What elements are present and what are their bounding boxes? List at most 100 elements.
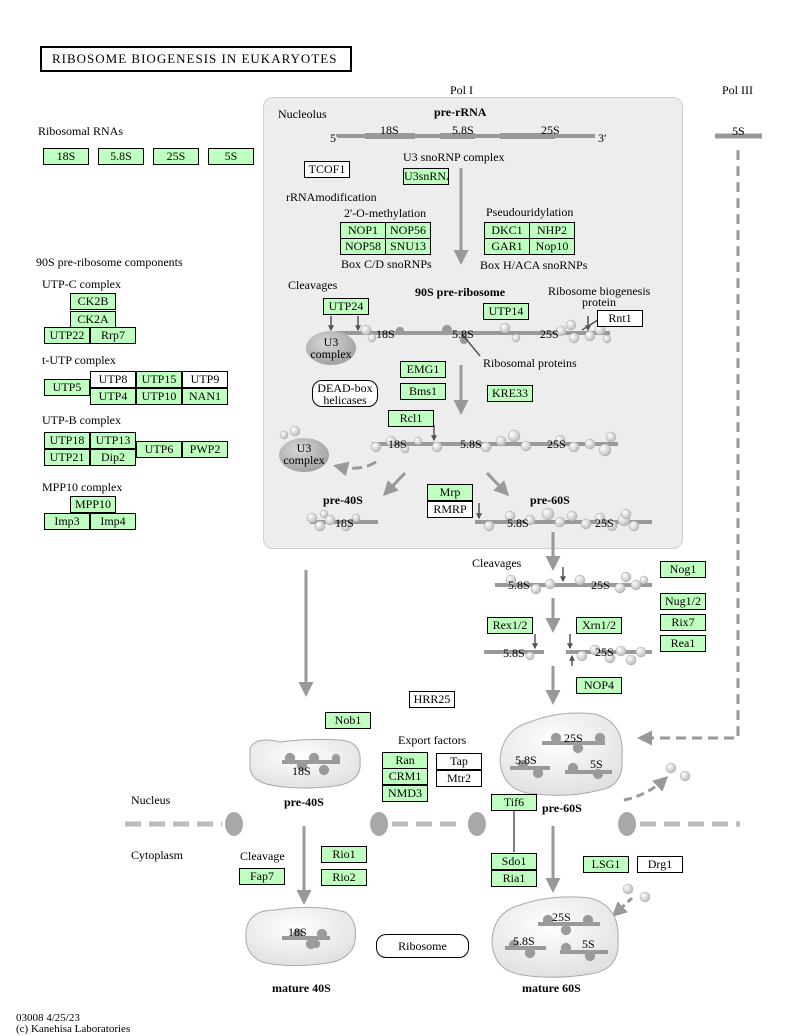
gene-utp22[interactable]: UTP22 [44, 327, 90, 344]
gene-lsg1[interactable]: LSG1 [583, 856, 629, 873]
gene-sdo1[interactable]: Sdo1 [491, 853, 537, 870]
gene-mrp[interactable]: Mrp [427, 484, 473, 501]
gene-crm1[interactable]: CRM1 [382, 768, 428, 785]
gene-nop58[interactable]: NOP58 [340, 238, 386, 255]
gene-rcl1[interactable]: Rcl1 [388, 410, 434, 427]
gene-imp4[interactable]: Imp4 [90, 513, 136, 530]
gene-utp8[interactable]: UTP8 [90, 371, 136, 388]
gene-nog1[interactable]: Nog1 [660, 561, 706, 578]
ribosomal-protein-dark-bead [592, 768, 604, 780]
beads-nuc-60s [517, 732, 606, 780]
gene-nop1[interactable]: NOP1 [340, 222, 386, 239]
label-n60-58s: 5.8S [515, 753, 537, 767]
gene-nmd3[interactable]: NMD3 [382, 785, 428, 802]
ribosome-node[interactable]: Ribosome [376, 934, 469, 958]
gene-gar1[interactable]: GAR1 [484, 238, 530, 255]
ribosomal-protein-bead [584, 438, 596, 450]
gene-utp6[interactable]: UTP6 [136, 441, 182, 458]
gene-rix7[interactable]: Rix7 [660, 614, 706, 631]
gene-utp21[interactable]: UTP21 [44, 449, 90, 466]
gene-hrr25[interactable]: HRR25 [409, 691, 455, 708]
gene-emg1[interactable]: EMG1 [400, 361, 446, 378]
gene-5s[interactable]: 5S [208, 148, 254, 165]
ribosomal-protein-bead [598, 443, 612, 457]
ribosomal-protein-dark-bead [582, 914, 594, 926]
gene-utp10[interactable]: UTP10 [136, 388, 182, 405]
gene-tcof1[interactable]: TCOF1 [304, 161, 350, 178]
gene-ran[interactable]: Ran [382, 752, 428, 769]
gene-dkc1[interactable]: DKC1 [484, 222, 530, 239]
gene-nhp2[interactable]: NHP2 [529, 222, 575, 239]
gene-utp24[interactable]: UTP24 [323, 298, 369, 315]
gene-dip2[interactable]: Dip2 [90, 449, 136, 466]
gene-rio2[interactable]: Rio2 [321, 869, 367, 886]
ribosomal-protein-bead [525, 651, 535, 661]
gene-ck2a[interactable]: CK2A [70, 311, 116, 328]
gene-mpp10[interactable]: MPP10 [70, 496, 116, 513]
label-protein: protein [582, 295, 616, 309]
cytoplasm-bead [639, 891, 651, 903]
gene-imp3[interactable]: Imp3 [44, 513, 90, 530]
beads-cleav-a [505, 571, 649, 595]
gene-utp4[interactable]: UTP4 [90, 388, 136, 405]
gene-ria1[interactable]: Ria1 [491, 870, 537, 887]
gene-ck2b[interactable]: CK2B [70, 293, 116, 310]
ribosomal-protein-bead [544, 578, 556, 590]
beads-pre60s [483, 507, 640, 532]
ribosomal-protein-dark-bead [560, 924, 572, 936]
gene-drg1[interactable]: Drg1 [637, 856, 683, 873]
gene-18s[interactable]: 18S [43, 148, 89, 165]
gene-u3snrna[interactable]: U3snRNA [403, 168, 449, 185]
gene-tap[interactable]: Tap [436, 753, 482, 770]
label-m60-5s: 5S [582, 937, 595, 951]
gene-rex12[interactable]: Rex1/2 [487, 617, 533, 634]
label-90s-components: 90S pre-ribosome components [36, 255, 183, 269]
ribosomal-protein-bead [431, 441, 443, 453]
gene-rnt1[interactable]: Rnt1 [597, 310, 643, 327]
gene-kre33[interactable]: KRE33 [487, 385, 533, 402]
gene-tif6[interactable]: Tif6 [491, 794, 537, 811]
gene-25s[interactable]: 25S [153, 148, 199, 165]
gene-nop4[interactable]: NOP4 [576, 677, 622, 694]
ribosomal-protein-dark-bead [584, 950, 596, 962]
gene-snu13[interactable]: SNU13 [385, 238, 431, 255]
ribosomal-protein-dark-bead [594, 732, 606, 744]
ribosomal-protein-bead [319, 509, 329, 519]
ribosomal-protein-bead [314, 520, 326, 532]
gene-nop10[interactable]: Nop10 [529, 238, 575, 255]
gene-utp13[interactable]: UTP13 [90, 432, 136, 449]
gene-fap7[interactable]: Fap7 [239, 868, 285, 885]
gene-rrp7[interactable]: Rrp7 [90, 327, 136, 344]
gene-nob1[interactable]: Nob1 [325, 712, 371, 729]
gene-bms1[interactable]: Bms1 [400, 383, 446, 400]
label-mature-60s: mature 60S [522, 981, 581, 995]
label-n60-5s: 5S [590, 757, 603, 771]
ribosomal-protein-bead [568, 441, 580, 453]
gene-nop56[interactable]: NOP56 [385, 222, 431, 239]
gene-mtr2[interactable]: Mtr2 [436, 770, 482, 787]
ribosomal-protein-bead [499, 322, 511, 334]
ribosomal-protein-dark-bead [441, 324, 453, 336]
gene-58s[interactable]: 5.8S [98, 148, 144, 165]
gene-utp18[interactable]: UTP18 [44, 432, 90, 449]
gene-utp9[interactable]: UTP9 [182, 371, 228, 388]
footer-code: 03008 4/25/23 [16, 1012, 80, 1024]
gene-rmrp[interactable]: RMRP [427, 501, 473, 518]
gene-nan1[interactable]: NAN1 [182, 388, 228, 405]
label-pre40s-nucleolus: pre-40S [323, 493, 363, 507]
gene-nug12[interactable]: Nug1/2 [660, 593, 706, 610]
gene-utp5[interactable]: UTP5 [44, 379, 90, 396]
gene-utp14[interactable]: UTP14 [483, 303, 529, 320]
gene-xrn12[interactable]: Xrn1/2 [576, 617, 622, 634]
gene-rio1[interactable]: Rio1 [321, 846, 367, 863]
ribosomal-protein-bead [620, 571, 632, 583]
ribosomal-protein-bead [614, 582, 626, 594]
label-five-prime: 5' [330, 131, 339, 145]
dead-box-text: DEAD-box [317, 381, 373, 395]
label-cleavage: Cleavage [240, 849, 285, 863]
gene-pwp2[interactable]: PWP2 [182, 441, 228, 458]
gene-rea1[interactable]: Rea1 [660, 635, 706, 652]
gene-utp15[interactable]: UTP15 [136, 371, 182, 388]
